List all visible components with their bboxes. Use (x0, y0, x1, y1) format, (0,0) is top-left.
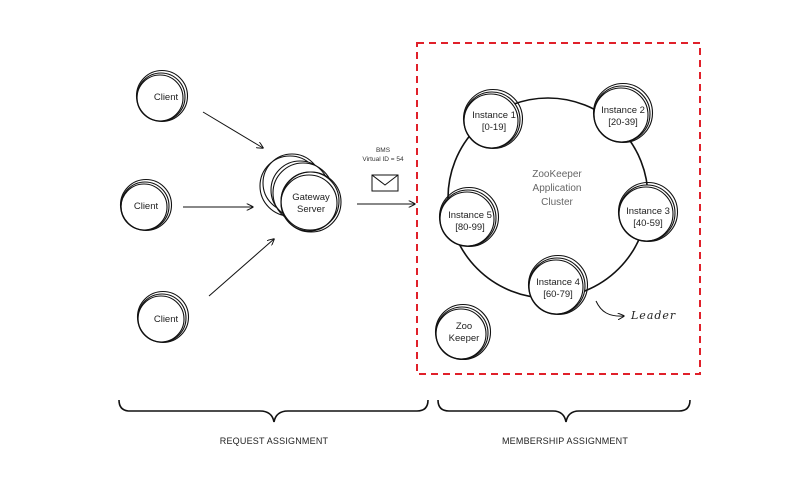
envelope-icon (371, 174, 399, 192)
instance-name: Instance 2 (601, 105, 645, 116)
message-virtual-id-label: Virtual ID = 54 (362, 156, 404, 163)
gateway-label-line1: Gateway (292, 192, 330, 203)
instance-node: Instance 3 [40-59] (617, 181, 679, 243)
instance-range: [80-99] (455, 222, 485, 233)
instance-name: Instance 3 (626, 206, 670, 217)
gateway-label-line2: Server (297, 204, 325, 215)
client-arrow-bottom (208, 239, 274, 297)
client-node: Client (136, 290, 190, 344)
client-label: Client (154, 314, 179, 325)
client-node: Client (119, 178, 173, 232)
instance-range: [60-79] (543, 289, 573, 300)
instance-range: [0-19] (482, 122, 506, 133)
membership-boundary (416, 42, 701, 375)
leader-arrow (595, 300, 624, 316)
cluster-label-line1: ZooKeeper (532, 169, 582, 180)
client-node: Client (135, 69, 189, 123)
cluster-label-line2: Application (533, 183, 582, 194)
leader-label: Leader (630, 309, 676, 322)
client-label: Client (134, 201, 159, 212)
cluster-label-line3: Cluster (541, 197, 573, 208)
instance-node: Instance 5 [80-99] (438, 186, 500, 248)
client-arrow-top (202, 111, 263, 148)
message-protocol-label: BMS (376, 147, 391, 154)
client-label: Client (154, 92, 179, 103)
instance-range: [40-59] (633, 218, 663, 229)
instance-name: Instance 5 (448, 210, 492, 221)
zookeeper-label-line2: Keeper (449, 333, 480, 344)
instance-node: Instance 2 [20-39] (592, 82, 654, 144)
membership-assignment-label: MEMBERSHIP ASSIGNMENT (502, 436, 628, 446)
instance-node: Instance 4 [60-79] (527, 254, 589, 316)
gateway-server-node: Gateway Server (259, 153, 342, 233)
zookeeper-node: Zoo Keeper (434, 303, 492, 361)
request-assignment-label: REQUEST ASSIGNMENT (220, 436, 329, 446)
zookeeper-label-line1: Zoo (456, 321, 472, 332)
instance-name: Instance 1 (472, 110, 516, 121)
instance-node: Instance 1 [0-19] (462, 88, 524, 150)
instance-name: Instance 4 (536, 277, 580, 288)
instance-range: [20-39] (608, 117, 638, 128)
request-brace (118, 399, 429, 423)
membership-brace (437, 399, 691, 423)
